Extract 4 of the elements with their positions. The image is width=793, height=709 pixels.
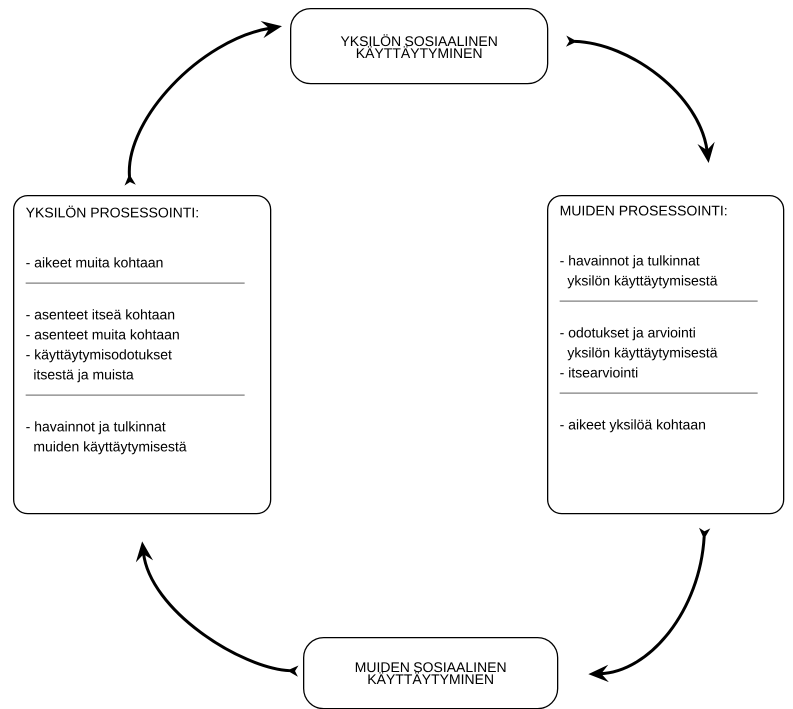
process-box: YKSILÖN PROSESSOINTI: - aikeet muita kohtaan - asenteet itseä kohtaan - asenteet muita kohtaan - käyttäytymisodotukset itsestä ja muista - havainnot ja tulkinnat muiden käyttäytymisestä — [13, 194, 272, 514]
rounded-box: MUIDEN SOSIAALINEN KÄYTTÄYTYMINEN — [303, 636, 558, 709]
rounded-box: YKSILÖN SOSIAALINEN KÄYTTÄYTYMINEN — [290, 8, 548, 84]
process-box: MUIDEN PROSESSOINTI: - havainnot ja tulkinnat yksilön käyttäytymisestä - odotukset ja arviointi yksilön käyttäytymisestä - itsearviointi - aikeet yksilöä kohtaan — [547, 194, 784, 514]
